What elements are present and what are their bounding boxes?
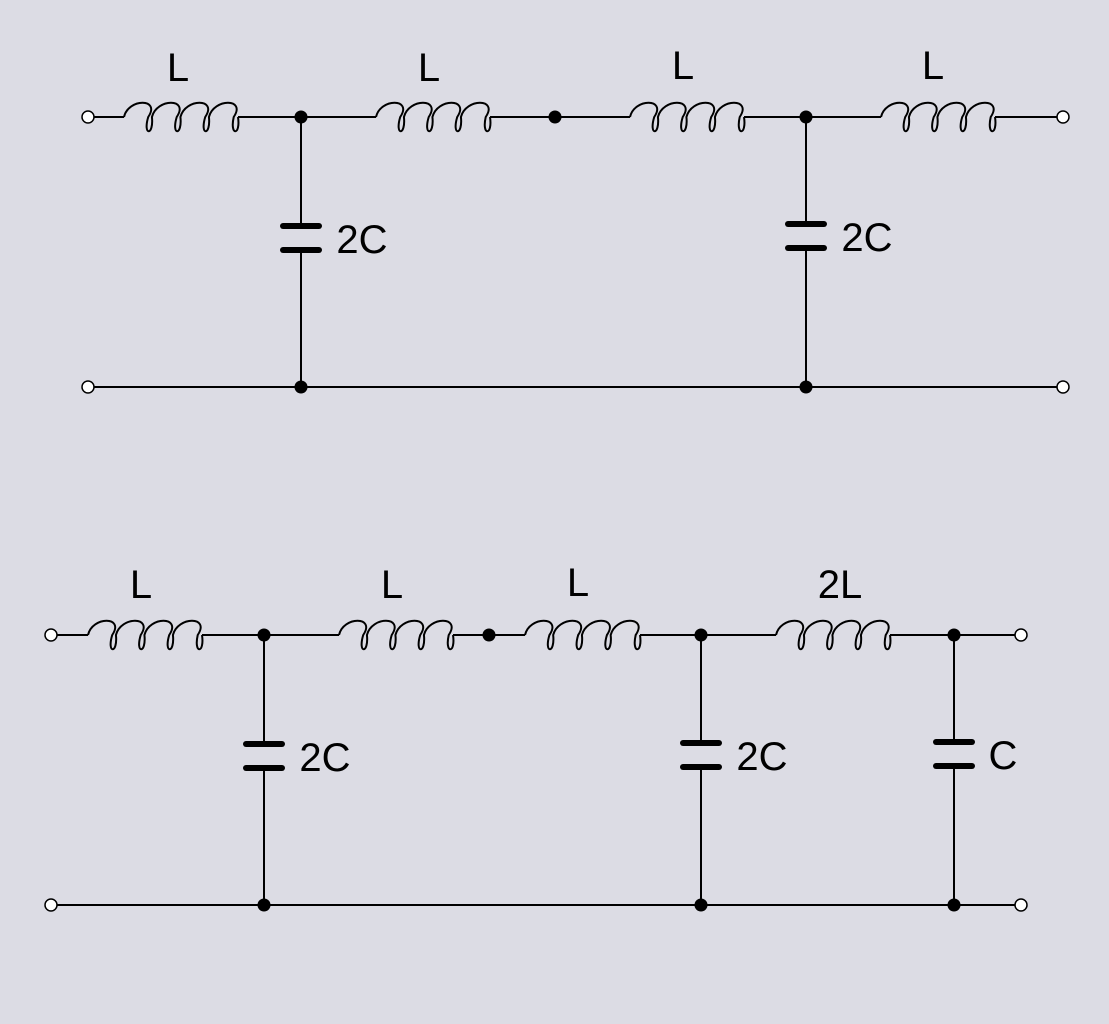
c2-inductor-4 xyxy=(775,619,892,651)
c1-junction-node xyxy=(294,110,308,124)
c1-inductor-3 xyxy=(629,101,746,133)
c2-capacitor-1-label: 2C xyxy=(299,736,351,780)
c1-inductor-3-label: L xyxy=(671,44,695,88)
c2-terminal xyxy=(44,898,58,912)
c1-inductor-2-label: L xyxy=(417,46,441,90)
c2-capacitor-3-label: C xyxy=(988,734,1018,778)
c1-inductor-1 xyxy=(123,101,240,133)
c2-inductor-3 xyxy=(524,619,642,651)
c2-inductor-1-label: L xyxy=(129,563,153,607)
c2-inductor-4-label: 2L xyxy=(817,563,863,607)
c1-inductor-4-label: L xyxy=(921,44,945,88)
c1-terminal xyxy=(1056,110,1070,124)
c2-junction-node xyxy=(947,628,961,642)
c1-capacitor-2-label: 2C xyxy=(841,216,893,260)
c2-inductor-2-label: L xyxy=(380,563,404,607)
c2-terminal xyxy=(1014,898,1028,912)
c1-terminal xyxy=(1056,380,1070,394)
c2-junction-node xyxy=(694,628,708,642)
c2-inductor-1 xyxy=(87,619,204,651)
c1-capacitor-1-label: 2C xyxy=(336,218,388,262)
c2-junction-node xyxy=(257,898,271,912)
c2-terminal xyxy=(44,628,58,642)
c2-capacitor-2-label: 2C xyxy=(736,735,788,779)
c1-junction-node xyxy=(799,380,813,394)
c1-inductor-4 xyxy=(880,101,997,133)
c2-terminal xyxy=(1014,628,1028,642)
c1-junction-node xyxy=(294,380,308,394)
c2-junction-node xyxy=(257,628,271,642)
c2-inductor-2 xyxy=(338,619,455,651)
c1-junction-node xyxy=(548,110,562,124)
c1-terminal xyxy=(81,110,95,124)
c1-inductor-2 xyxy=(375,101,492,133)
c2-inductor-3-label: L xyxy=(566,561,590,605)
c1-junction-node xyxy=(799,110,813,124)
c2-junction-node xyxy=(694,898,708,912)
c1-inductor-1-label: L xyxy=(166,46,190,90)
c2-junction-node xyxy=(947,898,961,912)
c2-junction-node xyxy=(482,628,496,642)
c1-terminal xyxy=(81,380,95,394)
